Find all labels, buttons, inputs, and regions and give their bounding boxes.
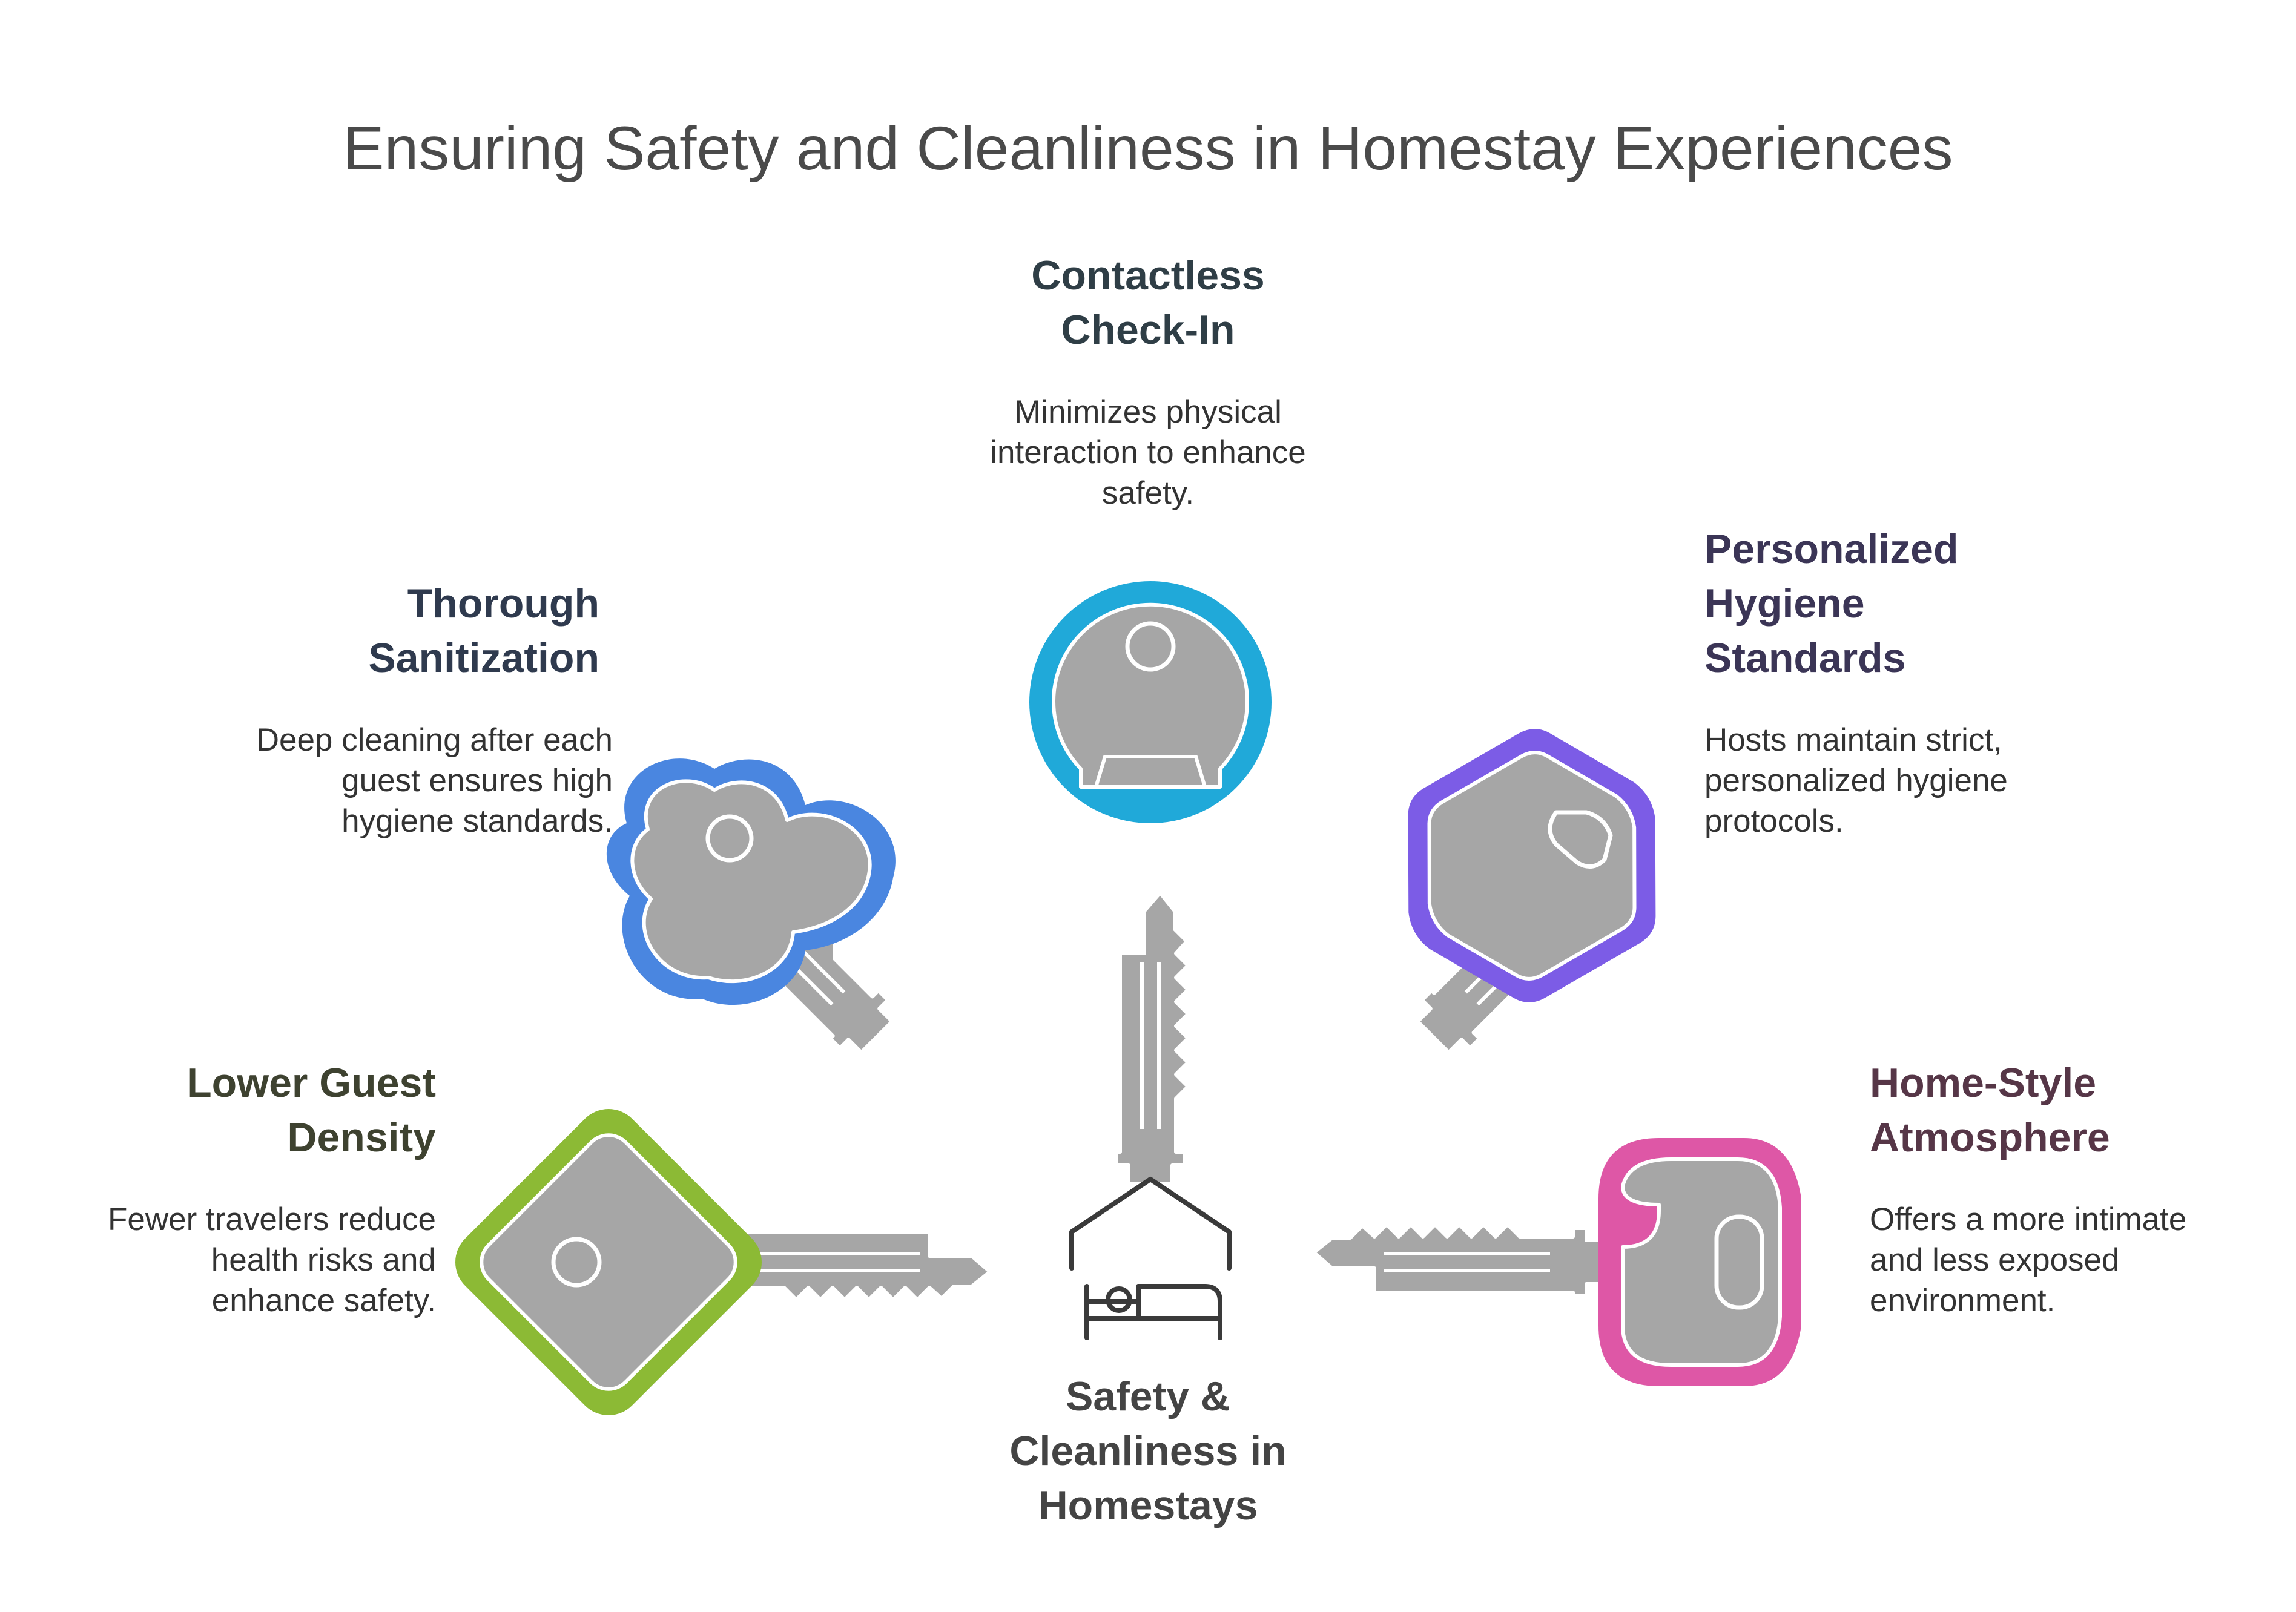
item-sanitization-text: Thorough Sanitization Deep cleaning afte… <box>256 581 613 839</box>
item-description: health risks and <box>211 1242 436 1278</box>
item-title: Personalized <box>1704 526 1959 572</box>
key-contactless <box>1029 581 1272 1183</box>
page-title: Ensuring Safety and Cleanliness in Homes… <box>343 114 1953 183</box>
house-with-bed-icon <box>1069 1177 1232 1340</box>
svg-text:Safety &: Safety & <box>1066 1373 1230 1420</box>
item-description: Fewer travelers reduce <box>108 1202 436 1237</box>
item-description: and less exposed <box>1870 1242 2120 1278</box>
item-title: Atmosphere <box>1870 1114 2110 1160</box>
key-sanitization <box>606 758 903 1061</box>
item-title: Contactless <box>1031 252 1264 298</box>
key-density <box>455 1109 990 1415</box>
key-hygiene <box>1354 729 1709 1064</box>
item-title: Standards <box>1704 635 1906 681</box>
item-density-text: Lower Guest Density Fewer travelers redu… <box>108 1060 436 1318</box>
item-contactless-text: Contactless Check-In Minimizes physical … <box>990 252 1306 511</box>
key-atmosphere <box>1314 1138 1801 1386</box>
item-title: Check-In <box>1061 307 1235 353</box>
item-description: hygiene standards. <box>341 803 613 839</box>
item-title: Lower Guest <box>186 1060 436 1106</box>
item-description: protocols. <box>1704 803 1844 839</box>
item-hygiene-text: Personalized Hygiene Standards Hosts mai… <box>1704 526 2008 839</box>
item-title: Hygiene <box>1704 581 1865 627</box>
item-description: Offers a more intimate <box>1870 1202 2186 1237</box>
center-label: Safety & Cleanliness in Homestays <box>1009 1373 1286 1528</box>
item-description: Hosts maintain strict, <box>1704 722 2002 758</box>
item-description: interaction to enhance <box>990 435 1306 470</box>
item-title: Density <box>287 1114 436 1160</box>
item-description: guest ensures high <box>341 763 613 798</box>
item-description: Deep cleaning after each <box>256 722 613 758</box>
svg-text:Homestays: Homestays <box>1038 1482 1258 1528</box>
item-description: enhance safety. <box>212 1283 436 1318</box>
item-description: safety. <box>1102 475 1194 511</box>
item-title: Home-Style <box>1870 1060 2096 1106</box>
svg-text:Cleanliness in: Cleanliness in <box>1009 1428 1286 1474</box>
item-description: personalized hygiene <box>1704 763 2008 798</box>
item-description: Minimizes physical <box>1014 394 1282 430</box>
item-title: Sanitization <box>368 635 599 681</box>
item-description: environment. <box>1870 1283 2055 1318</box>
item-atmosphere-text: Home-Style Atmosphere Offers a more inti… <box>1870 1060 2186 1318</box>
item-title: Thorough <box>407 581 599 627</box>
